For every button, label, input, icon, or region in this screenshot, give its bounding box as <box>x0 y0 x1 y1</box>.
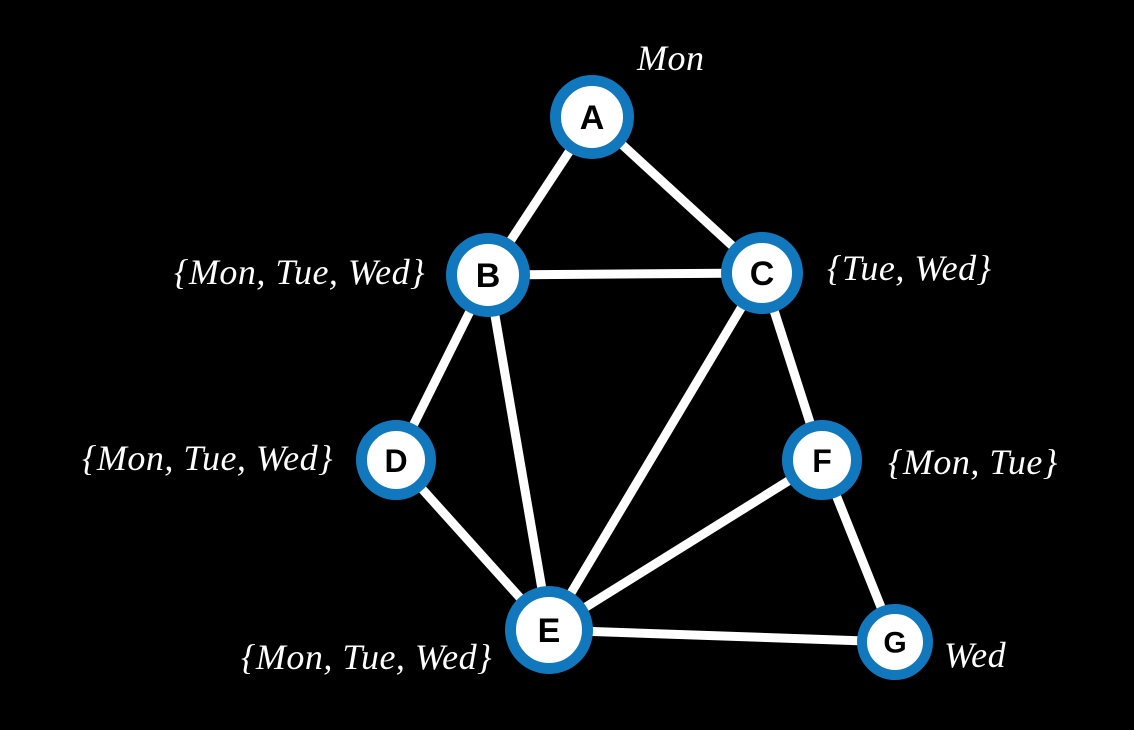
nodes-layer: A B C D E F G <box>356 75 933 680</box>
node-circle-a <box>550 75 634 159</box>
domain-label-c: {Tue, Wed} <box>827 248 992 288</box>
domain-label-b: {Mon, Tue, Wed} <box>174 252 425 292</box>
graph-node-d[interactable]: D <box>356 420 436 500</box>
graph-node-g[interactable]: G <box>857 604 933 680</box>
node-letter-b: B <box>476 257 501 295</box>
node-circle-d <box>356 420 436 500</box>
graph-node-e[interactable]: E <box>505 586 593 674</box>
node-circle-e <box>505 586 593 674</box>
graph-edge-b-e <box>483 270 554 635</box>
graph-node-c[interactable]: C <box>721 232 803 314</box>
node-letter-d: D <box>384 443 407 479</box>
graph-edge-e-g <box>544 625 900 647</box>
graph-node-a[interactable]: A <box>550 75 634 159</box>
graph-edge-c-e <box>544 268 767 635</box>
domain-label-g: Wed <box>944 635 1007 675</box>
graph-edge-e-f <box>544 455 827 635</box>
node-letter-a: A <box>580 99 605 137</box>
domain-label-f: {Mon, Tue} <box>888 442 1058 482</box>
node-letter-e: E <box>538 612 561 650</box>
node-letter-f: F <box>812 443 832 479</box>
node-circle-g <box>857 604 933 680</box>
node-circle-b <box>446 233 530 317</box>
graph-node-f[interactable]: F <box>782 420 862 500</box>
node-circle-f <box>782 420 862 500</box>
domain-label-a: Mon <box>637 38 705 78</box>
domain-label-e: {Mon, Tue, Wed} <box>241 637 492 677</box>
edges-layer <box>391 112 900 647</box>
graph-node-b[interactable]: B <box>446 233 530 317</box>
graph-edge-b-c <box>483 268 767 280</box>
node-letter-g: G <box>883 627 906 660</box>
node-letter-c: C <box>750 255 775 293</box>
domain-label-d: {Mon, Tue, Wed} <box>82 438 333 478</box>
node-circle-c <box>721 232 803 314</box>
